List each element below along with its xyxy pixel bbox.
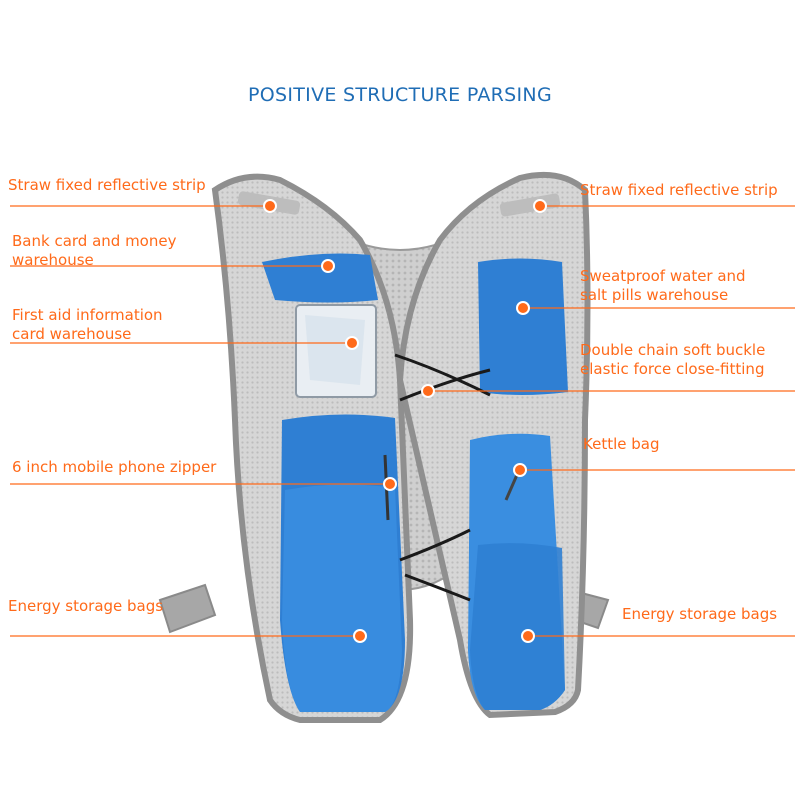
label-bank-card-warehouse: Bank card and money warehouse [12,232,177,269]
callout-dot [353,629,367,643]
label-first-aid-card-warehouse: First aid information card warehouse [12,306,163,343]
label-kettle-bag: Kettle bag [583,435,660,453]
bank-card-pocket [262,253,378,303]
callout-dots [263,199,547,643]
chest-strap-lower [399,528,471,602]
callout-dot [321,259,335,273]
right-energy-pocket [470,543,565,710]
label-left-energy-storage: Energy storage bags [8,597,164,615]
salt-pills-pocket [478,258,568,395]
label-left-reflective-strip: Straw fixed reflective strip [8,176,206,194]
callout-dot [516,301,530,315]
label-phone-zipper: 6 inch mobile phone zipper [12,458,217,476]
callout-lines [10,205,795,637]
callout-dot [345,336,359,350]
left-energy-pocket [282,484,402,712]
label-right-energy-storage: Energy storage bags [622,605,778,623]
chest-strap-upper [394,353,491,402]
callout-dot [513,463,527,477]
label-double-chain-buckle: Double chain soft buckle elastic force c… [580,341,766,378]
label-sweatproof-warehouse: Sweatproof water and salt pills warehous… [580,267,746,304]
callout-dot [521,629,535,643]
callout-dot [421,384,435,398]
right-reflective-strip [499,193,561,217]
callout-dot [533,199,547,213]
callout-dot [383,477,397,491]
label-right-reflective-strip: Straw fixed reflective strip [580,181,778,199]
left-side-strap [158,583,217,634]
page-title: POSITIVE STRUCTURE PARSING [248,84,552,106]
callout-dot [263,199,277,213]
